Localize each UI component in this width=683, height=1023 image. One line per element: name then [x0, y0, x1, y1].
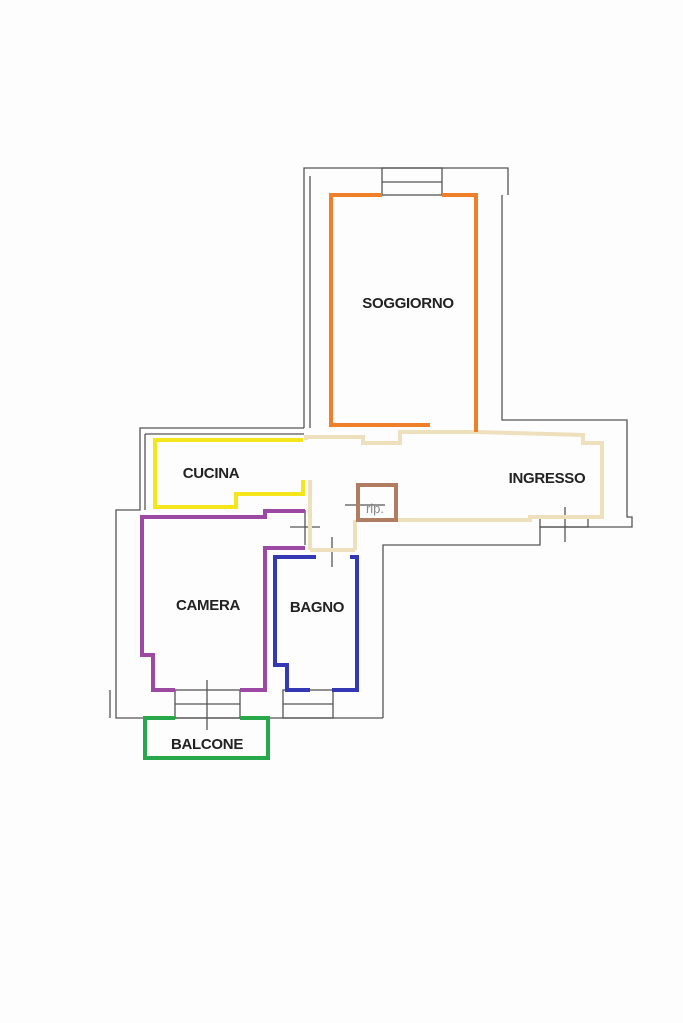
bagno-outline [273, 555, 359, 692]
ripostiglio-outline [356, 483, 398, 522]
balcone-label: BALCONE [171, 736, 243, 753]
windows [174, 167, 589, 730]
bagno-label: BAGNO [290, 599, 345, 616]
ingresso-label: INGRESSO [509, 470, 586, 487]
camera-label: CAMERA [176, 597, 240, 614]
ingresso-outline [304, 430, 604, 552]
cucina-outline [153, 438, 305, 509]
soggiorno-label: SOGGIORNO [362, 295, 454, 312]
cucina-label: CUCINA [183, 465, 240, 482]
balcone-outline [143, 716, 270, 760]
ripostiglio-label: rip. [366, 501, 384, 516]
soggiorno-outline [329, 193, 478, 432]
camera-outline [140, 509, 305, 692]
